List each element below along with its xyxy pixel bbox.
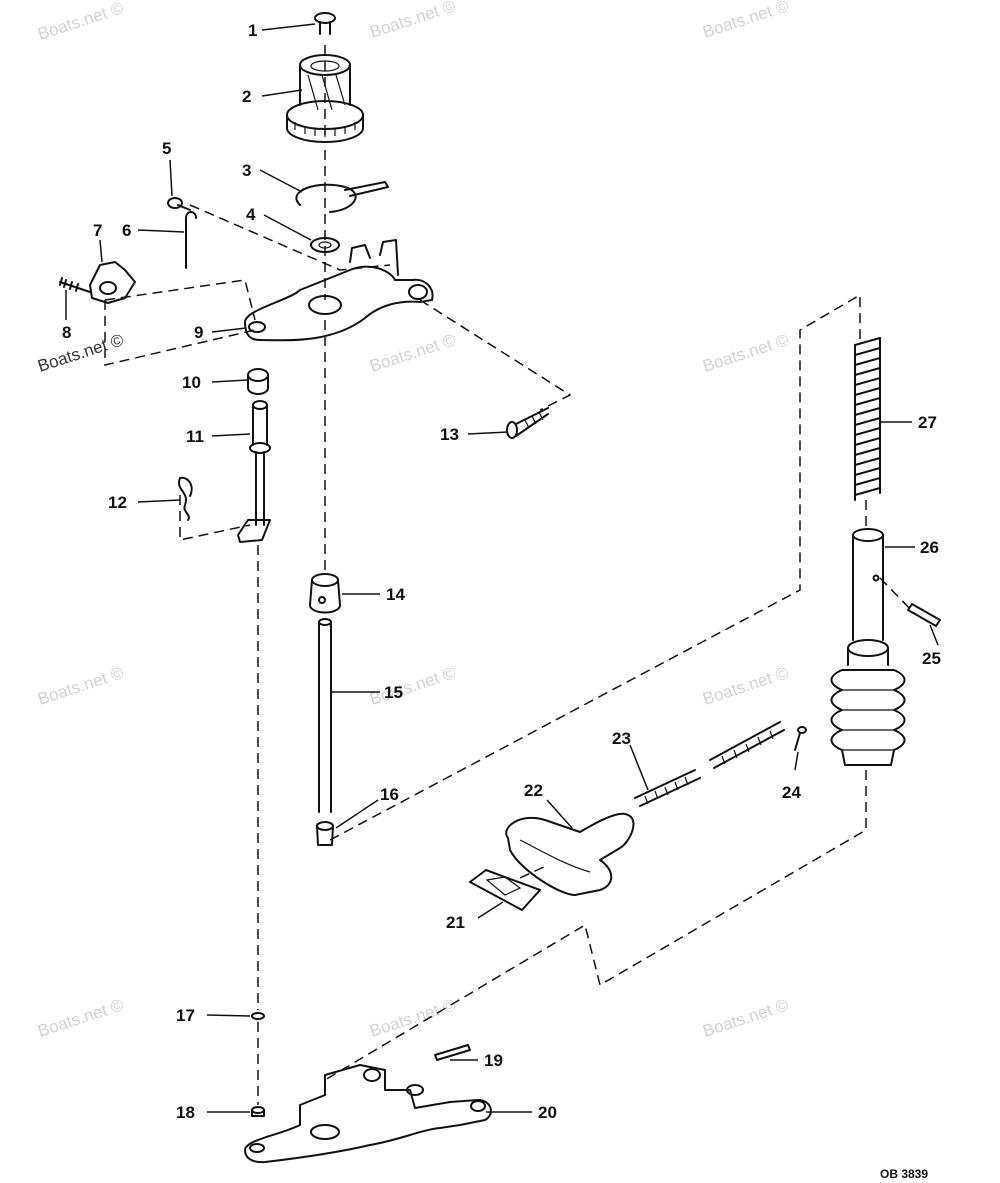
part-25-roll-pin [907,603,941,627]
callout-11: 11 [186,427,204,446]
callout-18: 18 [176,1103,195,1122]
part-15-rod [318,618,332,813]
callout-17: 17 [176,1006,195,1025]
watermark-layer: Boats.net © Boats.net © Boats.net © Boat… [35,0,791,1041]
part-22-handle [505,812,635,896]
part-4-washer [310,237,340,253]
callout-2: 2 [242,87,251,106]
callout-23: 23 [612,729,631,748]
callout-1: 1 [248,21,257,40]
part-3-spring-clip [295,181,389,213]
part-17-clip [251,1012,265,1020]
watermark: Boats.net © [700,663,791,709]
callout-6: 6 [122,221,131,240]
watermark: Boats.net © [700,330,791,376]
watermark: Boats.net © [700,995,791,1041]
part-10-collar [247,368,269,395]
part-13-screw [506,407,549,439]
watermark: Boats.net © [367,995,458,1041]
callout-3: 3 [242,161,251,180]
part-9-lever-plate [244,239,434,342]
leader-lines [65,23,939,1113]
callout-19: 19 [484,1051,503,1070]
part-23-starter-cord [634,721,785,807]
part-12-hairpin [177,476,193,521]
part-8-screw [59,277,91,293]
watermark: Boats.net © [700,0,791,42]
callout-8: 8 [62,323,71,342]
part-1-screw [314,12,336,35]
callout-10: 10 [182,373,201,392]
part-7-clamp [89,261,136,304]
part-27-spring [854,337,881,501]
part-18-nut [251,1106,265,1117]
callout-5: 5 [162,139,171,158]
part-5-bolt [167,197,191,211]
callout-21: 21 [446,913,465,932]
part-11-shift-shaft [237,400,271,543]
callout-7: 7 [93,221,102,240]
watermark: Boats.net © [35,995,126,1041]
part-19-pin [434,1044,471,1061]
part-14-coupler [309,573,341,614]
watermark: Boats.net © [367,330,458,376]
callout-15: 15 [384,683,403,702]
part-26-shaft-bellows [830,528,906,766]
callout-25: 25 [922,649,941,668]
watermark: Boats.net © [35,663,126,709]
watermark: Boats.net © [367,663,458,709]
drawing-code: OB 3839 [880,1167,928,1181]
callout-26: 26 [920,538,939,557]
callout-22: 22 [524,781,543,800]
part-16-fitting [316,821,334,846]
watermark: Boats.net © [35,330,126,376]
callout-12: 12 [108,493,127,512]
assembly-lines [104,45,916,1105]
part-24-pin [794,726,807,751]
callout-20: 20 [538,1103,557,1122]
callout-13: 13 [440,425,459,444]
callout-9: 9 [194,323,203,342]
watermark: Boats.net © [35,0,126,44]
part-20-lower-lever [244,1064,492,1164]
callout-labels: 1 2 3 4 5 6 7 8 9 10 11 12 13 14 15 16 1… [62,21,941,1122]
callout-24: 24 [782,783,801,802]
callout-4: 4 [246,205,256,224]
part-6-pin [185,211,197,269]
part-2-gear [286,54,364,143]
callout-16: 16 [380,785,399,804]
watermark: Boats.net © [367,0,458,42]
part-21-retainer-plate [469,869,541,911]
callout-27: 27 [918,413,937,432]
callout-14: 14 [386,585,405,604]
